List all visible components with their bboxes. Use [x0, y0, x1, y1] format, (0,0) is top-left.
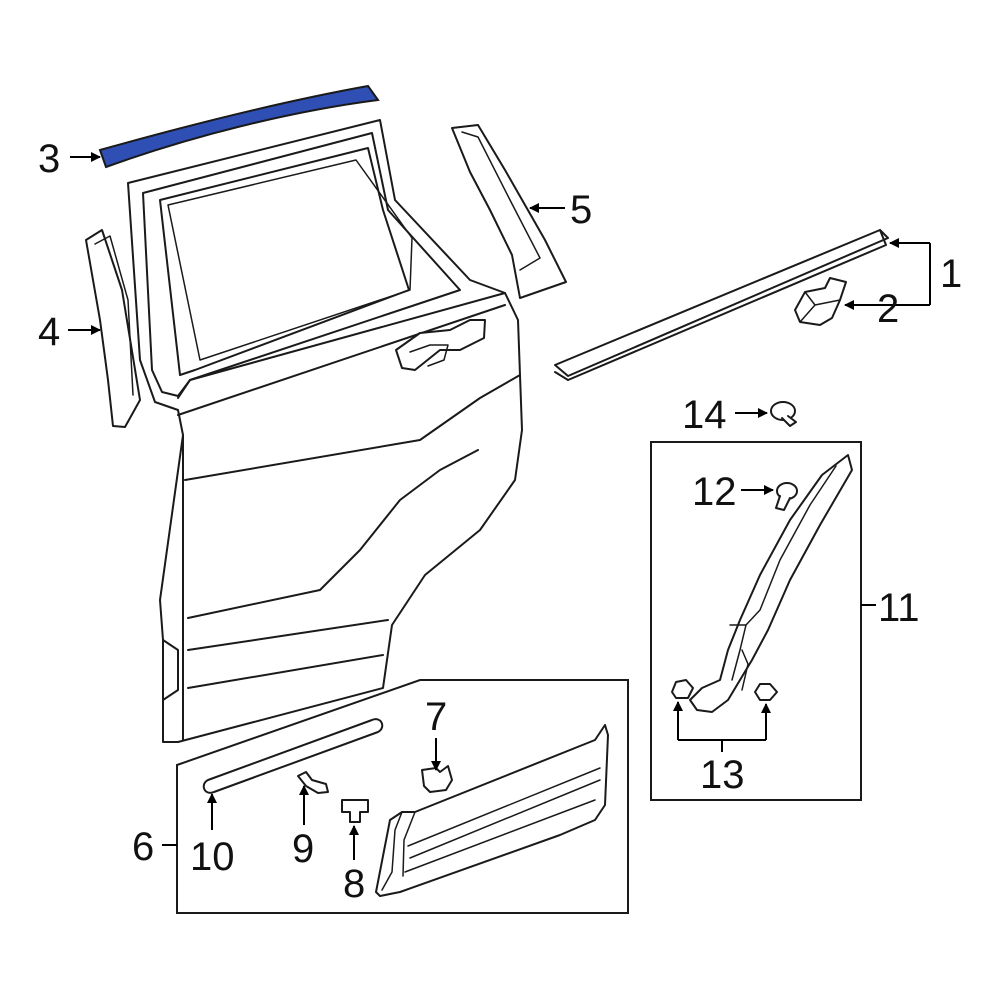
callout-4: 4: [38, 310, 60, 354]
callout-6: 6: [132, 825, 154, 869]
part-6-lower-garnish[interactable]: [375, 724, 609, 897]
part-3-door-frame-molding[interactable]: [98, 84, 380, 169]
group-box-11: [650, 441, 862, 801]
callout-8: 8: [343, 862, 365, 906]
part-14-clip[interactable]: [770, 401, 797, 427]
part-4-front-sash-trim[interactable]: [85, 229, 141, 428]
group-box-6: [176, 679, 629, 914]
part-5-rear-sash-trim[interactable]: [451, 124, 567, 299]
callout-1: 1: [940, 252, 962, 296]
part-12-clip[interactable]: [775, 482, 798, 511]
callout-3: 3: [38, 137, 60, 181]
part-11-pillar-garnish[interactable]: [689, 454, 853, 713]
callout-11: 11: [878, 586, 920, 630]
callout-7: 7: [425, 695, 447, 739]
callout-numbers: 1 2 3 4 5 6 7 8 9 10 11 12 13 14: [38, 137, 962, 906]
callout-5: 5: [570, 188, 592, 232]
part-13-clip-right[interactable]: [754, 683, 778, 701]
callout-10: 10: [190, 835, 235, 879]
part-10-molding-strip[interactable]: [202, 718, 384, 794]
part-9-fastener[interactable]: [297, 771, 329, 794]
callout-13: 13: [700, 753, 745, 797]
callout-14: 14: [682, 393, 727, 437]
part-2-clip[interactable]: [794, 277, 847, 326]
rear-door-shell: [127, 119, 523, 743]
callout-leaders: [68, 152, 931, 860]
callout-2: 2: [877, 287, 899, 331]
callout-12: 12: [692, 470, 737, 514]
part-8-clip[interactable]: [341, 799, 369, 823]
callout-9: 9: [292, 827, 314, 871]
part-1-belt-molding[interactable]: [554, 229, 889, 381]
part-13-clip-left[interactable]: [671, 679, 694, 699]
